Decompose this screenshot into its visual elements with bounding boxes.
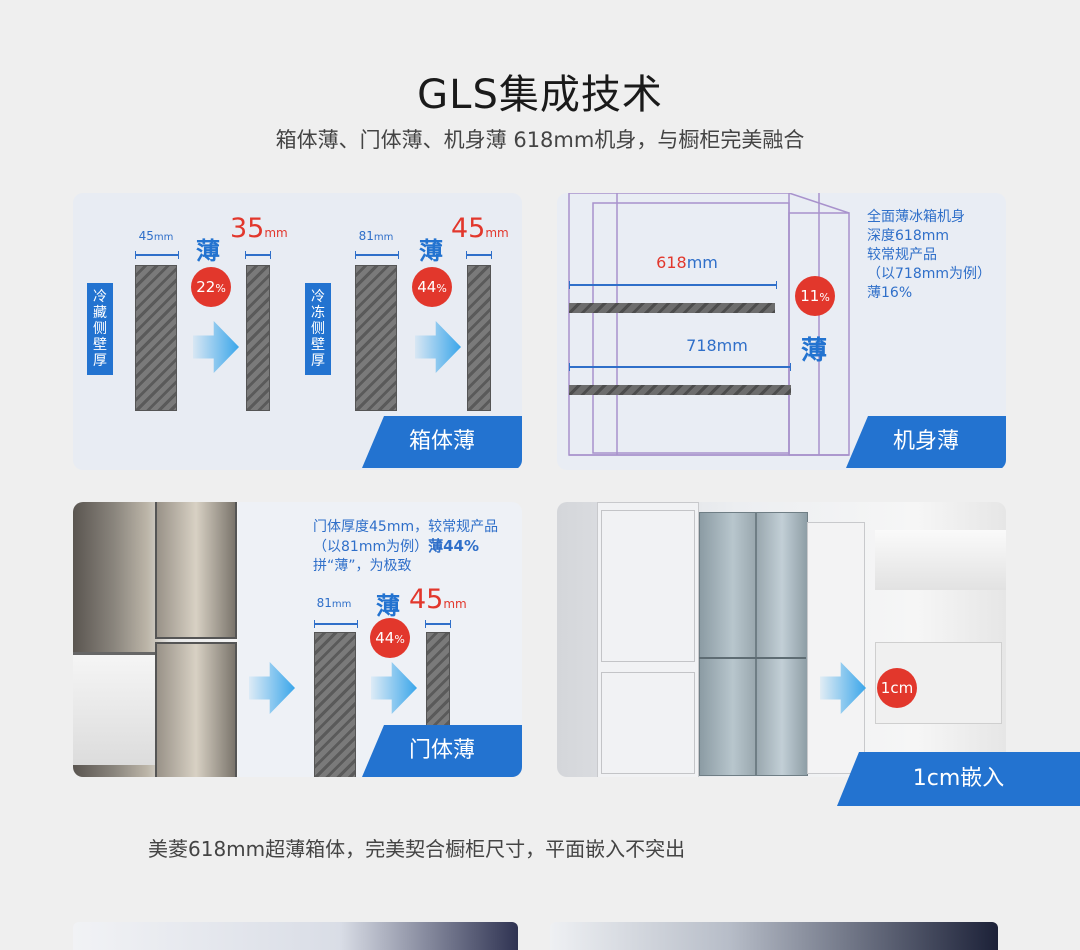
page-title: GLS集成技术 (417, 72, 663, 118)
fridge-frame-drawing (568, 193, 850, 456)
cabinet-left-lower (601, 672, 695, 774)
freezer-arrow-icon (415, 321, 461, 373)
door-edge-top (155, 502, 237, 639)
door-desc: 门体厚度45mm，较常规产品 （以81mm为例）薄44% 拼“薄”，为极致 (313, 519, 499, 574)
freezer-new-wall (467, 265, 491, 411)
freezer-old-dim-line (355, 251, 399, 259)
body-thin-tag: 机身薄 (846, 416, 1006, 468)
freezer-wall-label: 冷冻侧壁厚 (305, 283, 331, 375)
door-bo-text: 薄 (376, 592, 400, 620)
freezer-old-wall (355, 265, 397, 411)
cabinet-thin-tag: 箱体薄 (362, 416, 522, 468)
freezer-pct-circle: 44% (412, 267, 452, 307)
fridge-bo-text: 薄 (196, 237, 220, 265)
body-desc: 全面薄冰箱机身 深度618mm 较常规产品 （以718mm为例） 薄16% (867, 209, 991, 301)
caption: 美菱618mm超薄箱体，完美契合橱柜尺寸，平面嵌入不突出 (148, 837, 686, 861)
bottom-image-right (550, 922, 998, 950)
bottom-image-left (73, 922, 518, 950)
freezer-new-dim-line (466, 251, 492, 259)
fridge-arrow-icon (193, 321, 239, 373)
fridge-new-wall (246, 265, 270, 411)
cabinet-thin-panel: 冷藏侧壁厚 45mm 薄 35mm 22% 冷冻侧壁厚 81mm 薄 45mm … (73, 193, 522, 470)
door-pct-circle: 44% (370, 618, 410, 658)
embed-tag: 1cm嵌入 (837, 752, 1080, 806)
body-old-shelf (569, 385, 791, 395)
cabinet-left-upper (601, 510, 695, 662)
embed-circle: 1cm (877, 668, 917, 708)
door-old-dim: 81mm (316, 596, 352, 610)
body-new-dim-line (569, 281, 777, 289)
body-old-dim-line (569, 363, 791, 371)
freezer-bo-text: 薄 (419, 237, 443, 265)
body-bo-text: 薄 (801, 336, 828, 366)
door-old-wall (314, 632, 356, 777)
door-old-dim-line (314, 620, 358, 628)
body-old-width: 718mm (686, 336, 748, 355)
door-thin-panel: 门体厚度45mm，较常规产品 （以81mm为例）薄44% 拼“薄”，为极致 81… (73, 502, 522, 777)
body-new-width: 618mm (656, 253, 718, 272)
embed-panel: 1cm (557, 502, 1006, 777)
door-gasket (73, 652, 155, 765)
fridge-pct-circle: 22% (191, 267, 231, 307)
fridge-old-dim: 45mm (138, 229, 174, 243)
freezer-old-dim: 81mm (358, 229, 394, 243)
door-arrow-2-icon (371, 662, 417, 714)
fridge-split-line (699, 657, 806, 659)
page-subtitle: 箱体薄、门体薄、机身薄 618mm机身，与橱柜完美融合 (275, 128, 805, 152)
door-new-dim: 45mm (409, 584, 467, 615)
fridge-door-left (699, 512, 756, 776)
fridge-new-dim: 35mm (230, 213, 288, 244)
body-pct-circle: 11% (795, 276, 835, 316)
body-thin-panel: 618mm 718mm 11% 薄 全面薄冰箱机身 深度618mm 较常规产品 … (557, 193, 1006, 470)
kitchen-counter (875, 530, 1006, 590)
fridge-old-wall (135, 265, 177, 411)
door-arrow-1-icon (249, 662, 295, 714)
body-new-shelf (569, 303, 775, 313)
fridge-old-dim-line (135, 251, 179, 259)
door-new-dim-line (425, 620, 451, 628)
door-thin-tag: 门体薄 (362, 725, 522, 777)
fridge-wall-label: 冷藏侧壁厚 (87, 283, 113, 375)
freezer-new-dim: 45mm (451, 213, 509, 244)
fridge-door-right (756, 512, 808, 776)
cabinet-right (807, 522, 865, 774)
cabinet-left (597, 502, 699, 777)
fridge-new-dim-line (245, 251, 271, 259)
door-edge-bottom (155, 642, 237, 777)
